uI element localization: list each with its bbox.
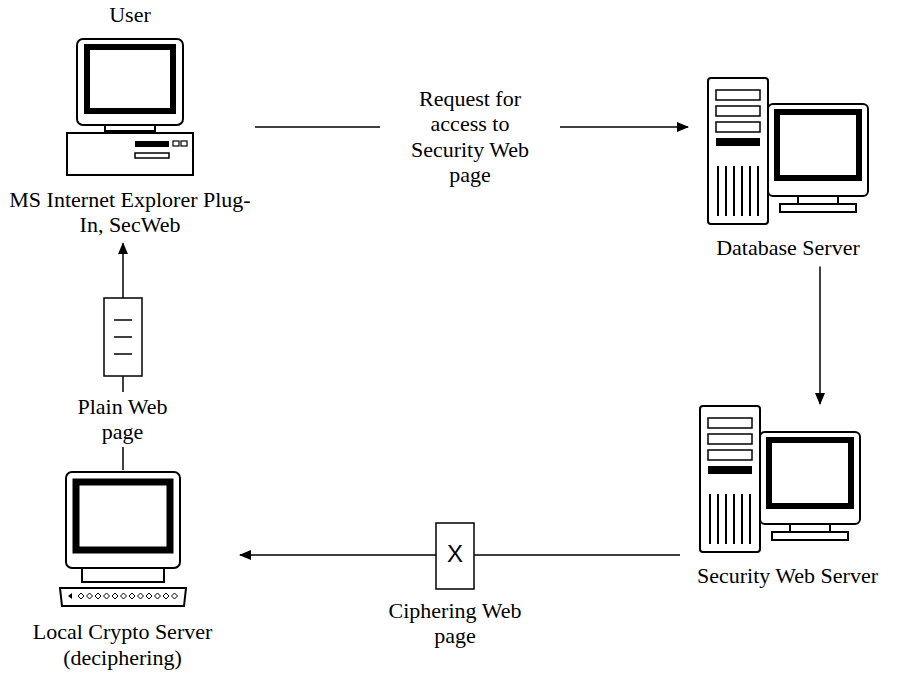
cipher-document-icon [436,523,474,589]
edge-label: Plain Web page [60,392,185,447]
computer-icon [698,404,863,559]
cipher-mark: X [436,540,474,568]
node-caption: Database Server [716,235,860,260]
edge-label: Ciphering Web page [380,598,530,649]
node-caption: Security Web Server [697,563,878,588]
flow-arrow [819,267,821,404]
local-crypto-server: Local Crypto Server (deciphering) [5,470,240,676]
plain-document-icon [104,298,142,376]
node-caption: Local Crypto Server (deciphering) [9,619,236,670]
security-web-server: Security Web Server [680,404,895,595]
database-server: Database Server [688,76,888,267]
computer-icon [58,470,188,615]
node-heading: User [109,2,151,27]
computer-icon [65,37,195,182]
node-caption: MS Internet Explorer Plug-In, SecWeb [9,187,251,238]
edge-label: Request for access to Security Web page [380,86,560,187]
computer-icon [706,76,871,231]
user-computer: User MS Internet Explorer Plug-In, SecWeb [5,2,255,243]
